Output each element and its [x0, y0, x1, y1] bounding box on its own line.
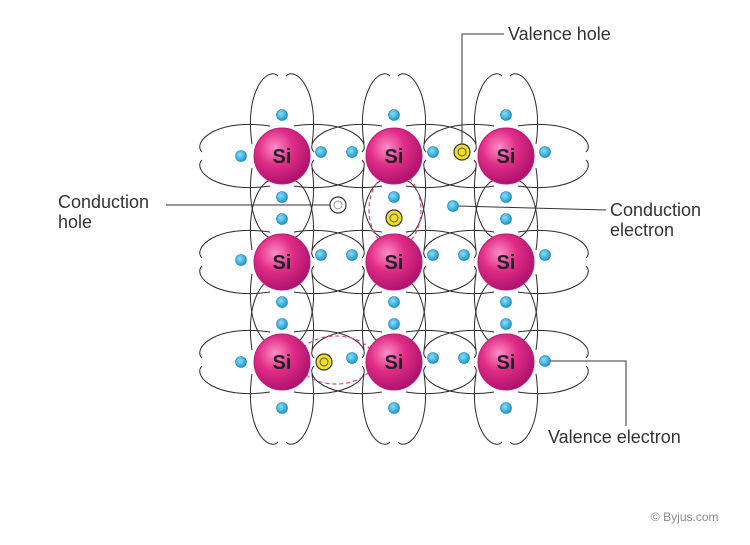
bond-lobe — [250, 373, 314, 445]
valence-hole — [453, 143, 471, 161]
bond-lobe — [517, 124, 589, 188]
silicon-atom: Si — [365, 127, 423, 185]
valence-electron — [346, 352, 358, 364]
valence-electron — [427, 146, 439, 158]
valence-electron — [388, 402, 400, 414]
conduction-hole-label-line2: hole — [58, 212, 92, 232]
atom-symbol: Si — [273, 252, 292, 274]
valence-electron-marker — [539, 355, 551, 367]
valence-electron — [427, 249, 439, 261]
particles — [235, 109, 551, 414]
valence-electron — [427, 352, 439, 364]
bond-lobe — [250, 73, 314, 145]
valence-electron — [276, 191, 288, 203]
silicon-atom: Si — [477, 233, 535, 291]
bond-lobe — [474, 373, 538, 445]
atom-symbol: Si — [385, 352, 404, 374]
valence-electron — [346, 249, 358, 261]
bond-lobe — [293, 124, 365, 188]
valence-hole-leader — [461, 33, 504, 150]
silicon-atom: Si — [253, 233, 311, 291]
atom-symbol: Si — [385, 252, 404, 274]
valence-electron — [276, 402, 288, 414]
valence-electron — [235, 254, 247, 266]
valence-electron — [315, 146, 327, 158]
conduction-electron-leader — [456, 205, 607, 211]
atom-symbol: Si — [385, 146, 404, 168]
valence-hole-label: Valence hole — [508, 24, 611, 44]
atom-symbol: Si — [273, 352, 292, 374]
bond-lobe — [362, 73, 426, 145]
labels: Valence hole Conduction hole Conduction … — [58, 24, 701, 447]
bond-lobe — [405, 230, 477, 294]
bond-arcs — [199, 73, 589, 445]
valence-electron — [458, 249, 470, 261]
bond-lobe — [423, 230, 495, 294]
bond-lobe — [517, 230, 589, 294]
valence-electron — [235, 356, 247, 368]
bond-lobe — [199, 330, 271, 394]
valence-electron — [500, 109, 512, 121]
bond-lobe — [199, 124, 271, 188]
valence-hole — [315, 353, 333, 371]
valence-electron — [500, 213, 512, 225]
bond-lobe — [311, 330, 383, 394]
conduction-electron-label-line1: Conduction — [610, 200, 701, 220]
bond-lobe — [405, 124, 477, 188]
bond-lobe — [311, 124, 383, 188]
valence-electron — [388, 318, 400, 330]
credit-text: © Byjus.com — [651, 510, 719, 524]
valence-electron — [458, 352, 470, 364]
silicon-atom: Si — [477, 127, 535, 185]
bond-lobe — [405, 330, 477, 394]
valence-electron — [500, 296, 512, 308]
valence-electron — [388, 191, 400, 203]
valence-electron — [500, 402, 512, 414]
conduction-hole — [329, 196, 347, 214]
bond-lobe — [474, 73, 538, 145]
silicon-atom: Si — [365, 233, 423, 291]
label-leader-lines — [166, 33, 627, 426]
bond-lobe — [293, 230, 365, 294]
atom-symbol: Si — [497, 146, 516, 168]
bond-lobe — [517, 330, 589, 394]
silicon-atom: Si — [365, 333, 423, 391]
valence-electron-leader — [548, 360, 627, 426]
valence-electron — [539, 249, 551, 261]
valence-electron — [388, 296, 400, 308]
bond-lobe — [423, 124, 495, 188]
silicon-atom: Si — [253, 333, 311, 391]
valence-electron — [500, 318, 512, 330]
valence-electron — [276, 109, 288, 121]
valence-electron — [388, 109, 400, 121]
atom-symbol: Si — [497, 252, 516, 274]
valence-electron — [276, 213, 288, 225]
bond-lobe — [311, 230, 383, 294]
bond-lobe — [423, 330, 495, 394]
silicon-atom: Si — [477, 333, 535, 391]
conduction-electron — [447, 200, 459, 212]
conduction-electron-label-line2: electron — [610, 220, 674, 240]
valence-electron — [500, 191, 512, 203]
conduction-hole-label-line1: Conduction — [58, 192, 149, 212]
valence-electron-label: Valence electron — [548, 427, 681, 447]
valence-hole — [385, 209, 403, 227]
silicon-atom: Si — [253, 127, 311, 185]
bond-lobe — [199, 230, 271, 294]
atom-symbol: Si — [497, 352, 516, 374]
valence-electron — [539, 146, 551, 158]
valence-electron — [276, 318, 288, 330]
valence-electron — [315, 249, 327, 261]
atom-symbol: Si — [273, 146, 292, 168]
valence-electron — [235, 150, 247, 162]
valence-electron — [346, 146, 358, 158]
valence-electron — [276, 296, 288, 308]
bond-lobe — [362, 373, 426, 445]
